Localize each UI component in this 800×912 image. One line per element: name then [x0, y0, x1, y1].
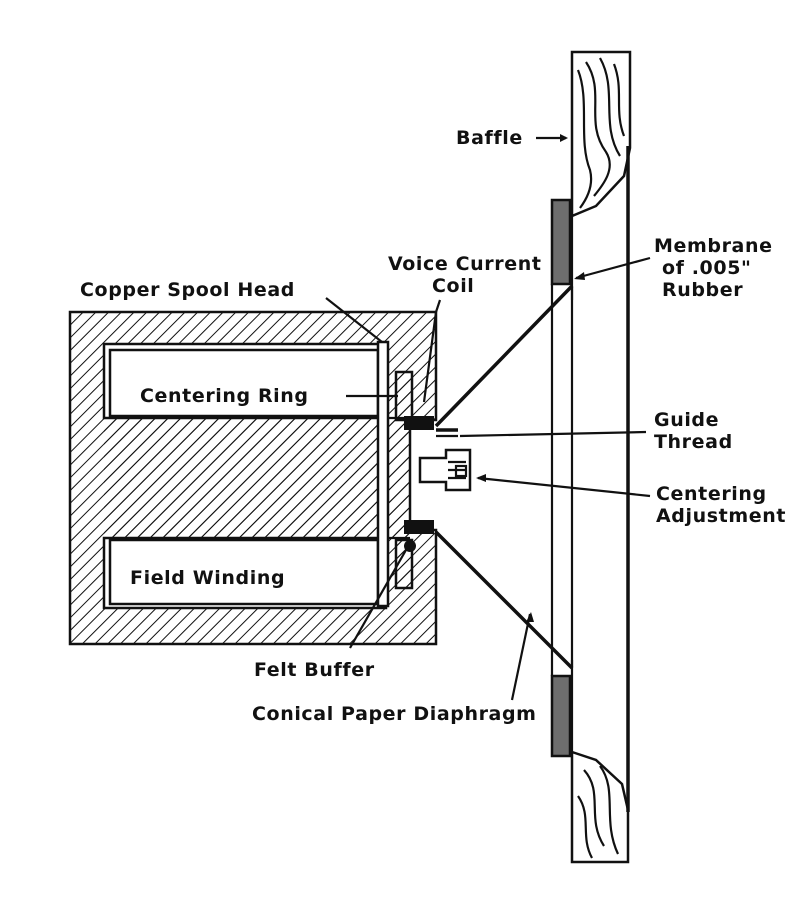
label-guide-thread-line1: Guide [654, 409, 719, 431]
label-voice-current-coil-line2: Coil [432, 275, 474, 297]
baffle-board [570, 50, 632, 864]
label-copper-spool-head: Copper Spool Head [80, 279, 295, 301]
centering-adjustment-screw [418, 448, 472, 492]
label-field-winding: Field Winding [130, 567, 285, 589]
copper-spool-head [376, 340, 390, 608]
label-guide-thread-line2: Thread [654, 431, 733, 453]
label-membrane-line2: of .005" [662, 257, 752, 279]
field-winding-cavity [108, 538, 380, 606]
centering-ring-block-upper [394, 370, 414, 422]
conical-paper-diaphragm [434, 284, 574, 670]
rubber-membrane-lower [550, 674, 572, 758]
label-centering-ring: Centering Ring [140, 385, 309, 407]
label-conical-paper-diaphragm: Conical Paper Diaphragm [252, 703, 537, 725]
label-felt-buffer: Felt Buffer [254, 659, 375, 681]
leader-lines [325, 134, 651, 701]
centering-ring-block-lower [394, 538, 414, 590]
label-centering-adjustment-line1: Centering [656, 483, 767, 505]
voice-current-coil-lower [404, 520, 434, 534]
voice-current-coil-upper [404, 416, 434, 430]
baffle-wood-lower [570, 750, 630, 864]
label-voice-current-coil-line1: Voice Current [388, 253, 542, 275]
label-baffle: Baffle [456, 127, 523, 149]
label-membrane-line3: Rubber [662, 279, 743, 301]
label-centering-adjustment-line2: Adjustment [656, 505, 786, 527]
rubber-membrane-upper [550, 198, 572, 286]
label-membrane-line1: Membrane [654, 235, 773, 257]
